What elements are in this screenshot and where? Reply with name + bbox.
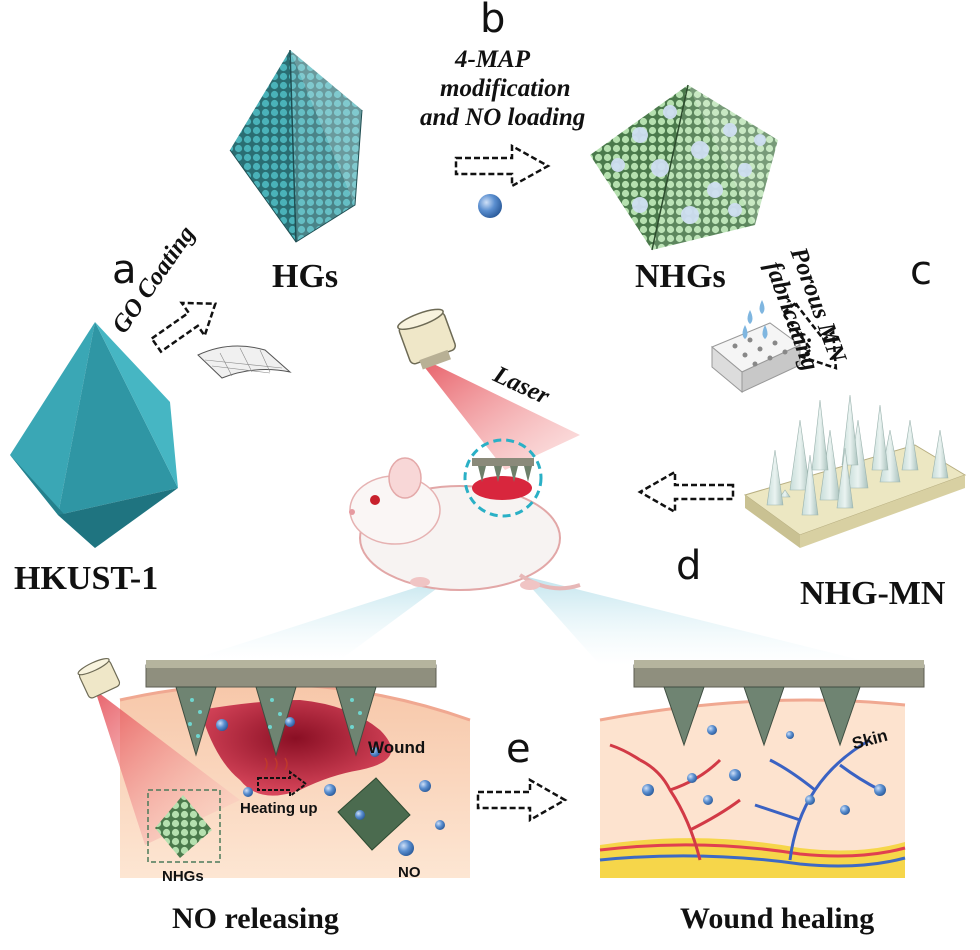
hgs-octahedron [229, 49, 363, 243]
step-label-d: d [676, 543, 702, 589]
step-label-a: a [112, 247, 137, 293]
step-label-c: c [910, 248, 932, 294]
hgs-label: HGs [272, 258, 339, 295]
nhg-mn-label: NHG-MN [800, 575, 946, 612]
panel-wound-healing [599, 660, 925, 878]
no-releasing-caption: NO releasing [172, 902, 339, 935]
wound-healing-caption: Wound healing [680, 902, 875, 935]
graphene-sheet-icon [197, 345, 292, 379]
step-label-b: b [480, 0, 506, 42]
hkust-1-octahedron [10, 322, 178, 548]
map-label-line3: and NO loading [420, 104, 586, 131]
nhgs-octahedron [590, 84, 778, 251]
heating-up-label: Heating up [240, 800, 318, 817]
treatment-site-circle [463, 438, 543, 518]
nhg-mn-patch [743, 394, 967, 548]
laser-device [397, 308, 580, 470]
wound-label: Wound [368, 738, 426, 757]
no-small-label: NO [398, 864, 421, 881]
mouse-illustration [349, 438, 581, 591]
nhgs-small-label: NHGs [162, 868, 204, 885]
healing-arrow [476, 777, 568, 823]
map-label-line2: modification [440, 75, 571, 102]
panel-no-releasing [77, 657, 471, 878]
no-loading-arrow [454, 143, 551, 218]
map-label-line1: 4-MAP [455, 46, 530, 73]
go-coating-arrow [150, 301, 218, 354]
hkust-1-label: HKUST-1 [14, 560, 159, 597]
nhgs-label: NHGs [635, 258, 726, 295]
light-beams [190, 575, 880, 665]
zoom-box [147, 789, 221, 863]
step-label-e: e [506, 726, 531, 772]
porous-mn-arrow [781, 301, 838, 370]
apply-arrow [637, 469, 735, 515]
mn-mold [711, 300, 801, 394]
